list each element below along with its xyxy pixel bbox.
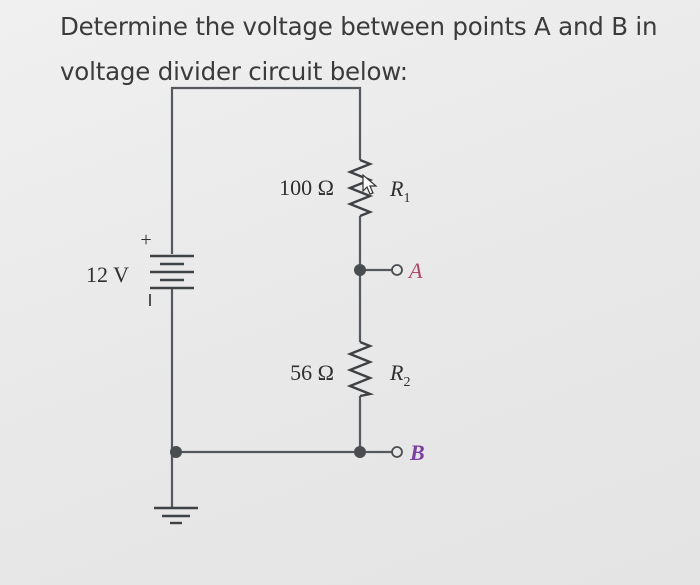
point-a-label: A bbox=[407, 258, 423, 283]
r1-resistor-symbol bbox=[346, 158, 374, 218]
r1-value-label: 100 Ω bbox=[279, 175, 334, 200]
question-text: Determine the voltage between points A a… bbox=[60, 4, 690, 94]
battery-plus-label: + bbox=[140, 229, 151, 251]
circuit-wires bbox=[170, 86, 392, 508]
battery-symbol bbox=[150, 254, 194, 290]
junction-dot-b-right bbox=[354, 446, 366, 458]
ground-symbol bbox=[154, 506, 198, 525]
terminal-a-circle bbox=[391, 264, 403, 276]
question-line-2: voltage divider circuit below: bbox=[60, 57, 408, 86]
r2-resistor-symbol bbox=[346, 340, 375, 398]
r1-name-label: R1 bbox=[389, 176, 410, 206]
mouse-cursor-icon bbox=[362, 173, 378, 195]
point-b-label: B bbox=[409, 440, 425, 465]
r2-value-label: 56 Ω bbox=[290, 360, 334, 385]
source-voltage-label: 12 V bbox=[86, 262, 129, 287]
junction-dot-b-left bbox=[170, 446, 182, 458]
left-wire bbox=[170, 86, 362, 254]
terminal-b-circle bbox=[391, 446, 403, 458]
junction-dot-a bbox=[354, 264, 366, 276]
r2-name-label: R2 bbox=[389, 360, 410, 390]
question-line-1: Determine the voltage between points A a… bbox=[60, 12, 658, 41]
